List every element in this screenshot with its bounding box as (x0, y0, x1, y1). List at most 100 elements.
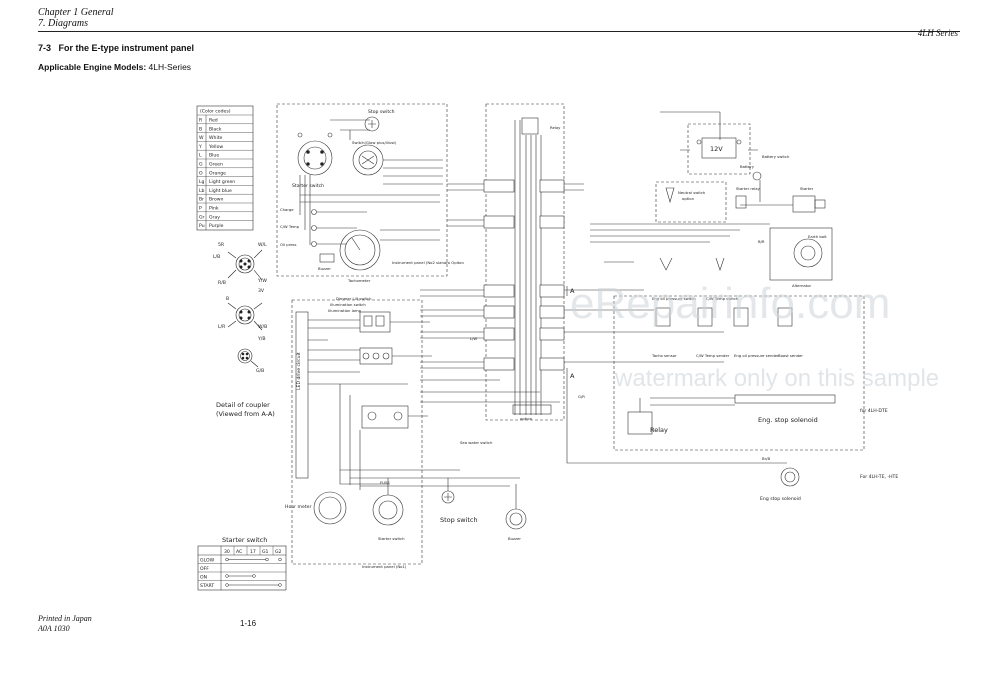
legend-code: Y (198, 144, 202, 150)
watermark-note: watermark only on this sample (614, 365, 939, 392)
instrument-panel-no1 (291, 299, 560, 565)
label-wire-brb: Br/B (762, 456, 770, 461)
legend-color-name: Gray (209, 214, 220, 220)
table-row: START (200, 583, 214, 589)
pin-label: L/B (213, 254, 220, 260)
pin-label: Y/W (257, 278, 267, 284)
table-col: G1 (262, 549, 269, 555)
label-cw-temp-switch: C/W Temp switch (706, 296, 739, 301)
diagram-title-text: For the E-type instrument panel (58, 43, 195, 53)
label-dimmer: Dimmer Lilt switch (336, 296, 372, 301)
table-row: OFF (200, 566, 209, 572)
table-col: 30 (224, 549, 230, 555)
label-option: option (520, 416, 533, 421)
starter-switch-table: Starter switch 30 AC 17 G1 G2 GLOW OFF O… (197, 536, 287, 591)
label-stop-switch: Stop switch (368, 109, 395, 115)
legend-code: Lb (199, 188, 205, 194)
chapter-header: Chapter 1 General 7. Diagrams (38, 7, 114, 29)
label-switch-glow: Switch(Glow plus/illust) (352, 140, 397, 145)
harness-labels: Relay A A option L/W G/R (470, 125, 585, 421)
engine-side-labels: 12V Battery Battery switch Neutral switc… (650, 145, 898, 502)
label-neutral-option: option (682, 196, 695, 201)
legend-code: Gr (199, 214, 205, 220)
pin-label: 5R (218, 242, 225, 248)
legend-color-name: Black (209, 126, 222, 132)
legend-code: O (199, 170, 203, 176)
label-section-a: A (570, 287, 575, 295)
table-col: G2 (275, 549, 282, 555)
legend-color-name: Blue (209, 153, 219, 159)
legend-color-name: Green (209, 162, 223, 168)
label-alternator: Alternator (792, 283, 812, 288)
label-relay: Relay (650, 426, 668, 434)
legend-color-name: Purple (209, 223, 224, 229)
legend-color-name: Light blue (209, 188, 232, 194)
label-starter-switch-b: Starter switch (378, 536, 405, 541)
label-section-a-2: A (570, 372, 575, 380)
label-battery-voltage: 12V (710, 145, 723, 153)
table-row: ON (200, 575, 207, 581)
pin-label: W/B (258, 324, 267, 330)
label-for-te-hte: For 4LH-TE, -HTE (860, 474, 898, 480)
label-cw-temp: C/W Temp (280, 224, 300, 229)
label-wire-gr: G/R (578, 394, 585, 399)
label-eng-stop-solenoid: Eng. stop solenoid (758, 416, 818, 424)
coupler-pin-labels: 5R W/L L/B Y/W R/B 3V B L/R W/B Y/B G/B … (213, 242, 275, 418)
label-relay-top: Relay (550, 125, 561, 130)
label-boost-sender: Boost sender (778, 353, 803, 358)
engine-models-label: Applicable Engine Models: (38, 62, 147, 72)
diagram-number: 7-3 (38, 43, 52, 53)
pin-label: L/R (218, 324, 226, 330)
legend-color-name: Light green (209, 179, 235, 185)
legend-code: P (199, 206, 202, 212)
label-oil-pressure-sender: Eng oil pressure sender (734, 353, 779, 358)
label-buzzer-b: Buzzer (508, 536, 521, 541)
label-led-drive: LED drive circuit (296, 352, 302, 390)
harness-center (420, 103, 604, 421)
label-illum-lamp: Illumination lamp (328, 308, 362, 313)
legend-code: R (199, 118, 203, 124)
label-starter-switch: Starter switch (292, 183, 324, 189)
legend-code: L (199, 153, 202, 159)
table-col: 17 (250, 549, 256, 555)
coupler-details (227, 249, 263, 368)
pin-label: Y/B (257, 336, 266, 342)
label-earth-bolt: Earth bolt (808, 234, 827, 239)
label-starter-relay: Starter relay (736, 186, 761, 191)
footer-printed-text: Printed in Japan (38, 614, 92, 623)
legend-title: (Color codes) (200, 109, 231, 115)
label-for-dte: for 4LH-DTE (860, 408, 888, 414)
label-battery: Battery (740, 164, 755, 169)
pin-label: W/L (258, 242, 267, 248)
legend-code: W (199, 135, 204, 141)
engine-side (566, 111, 865, 487)
footer-code: A0A 1030 (38, 624, 70, 633)
footer-printed: Printed in Japan A0A 1030 (38, 614, 92, 634)
label-starter: Starter (800, 186, 814, 191)
chapter-title: Chapter 1 General (38, 7, 114, 18)
header-rule (38, 31, 960, 32)
legend-code: Br (199, 197, 204, 203)
starter-table-title: Starter switch (222, 536, 267, 544)
coupler-caption-2: (Viewed from A-A) (216, 410, 275, 418)
pin-label: 3V (258, 288, 265, 294)
label-illum-switch: Illumination switch (330, 302, 366, 307)
label-stop-switch-b: Stop switch (440, 516, 478, 524)
series-label: 4LH Series (917, 28, 958, 38)
label-hour-meter: Hour meter (285, 504, 311, 510)
footer-page-number: 1-16 (240, 619, 257, 628)
label-cw-temp-sender: C/W Temp sender (696, 353, 730, 358)
pin-label: R/B (218, 280, 226, 286)
label-panel-no2: Instrument panel (No2 slanoro Opiton (392, 260, 464, 265)
label-sea-water-switch: Sea water switch (460, 440, 493, 445)
engine-models-value: 4LH-Series (148, 62, 192, 72)
legend-code: Lg (199, 179, 205, 185)
legend-color-name: Orange (209, 170, 226, 176)
legend-color-name: Yellow (208, 144, 223, 150)
label-wire-br: B/R (758, 239, 765, 244)
pin-label: B (226, 296, 229, 302)
label-oil-press: Oil press (280, 242, 297, 247)
